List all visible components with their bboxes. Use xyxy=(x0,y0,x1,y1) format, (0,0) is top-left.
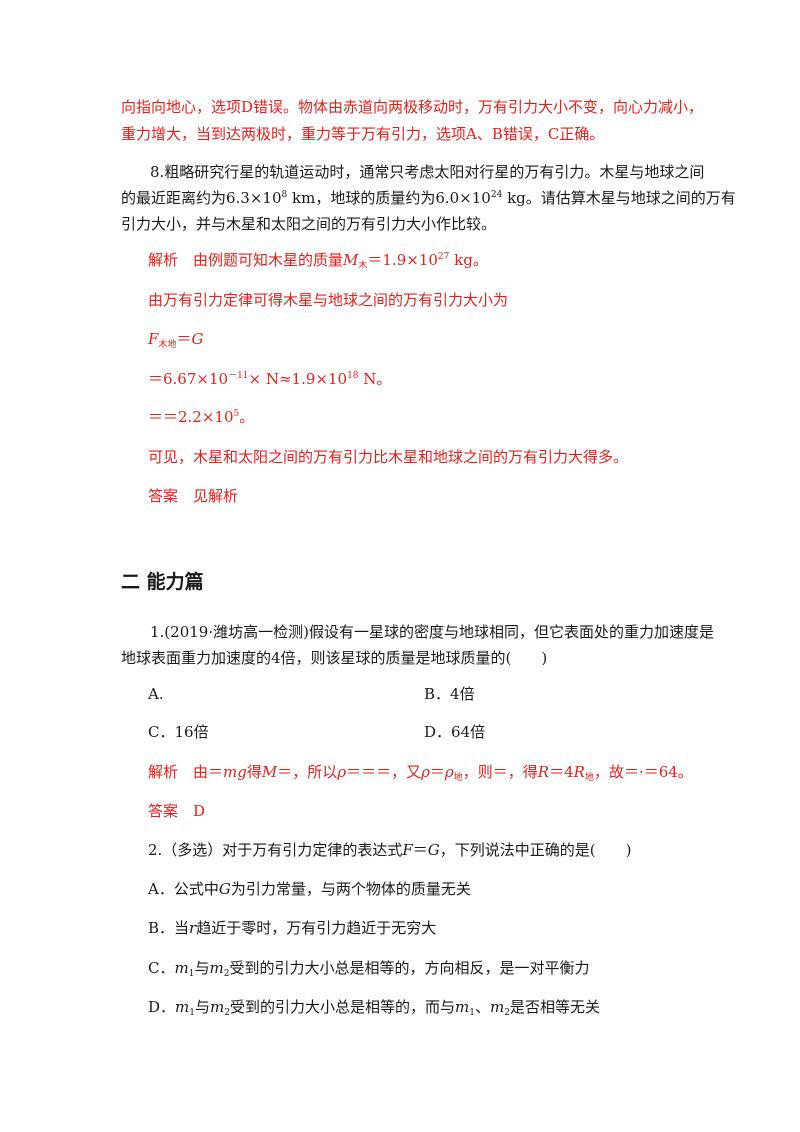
question-1-line-1: 1.(2019·潍坊高一检测)假设有一星球的密度与地球相同，但它表面处的重力加速… xyxy=(150,623,714,641)
question-1-option-a: A. xyxy=(148,685,164,703)
question-1-option-d: D．64倍 xyxy=(424,723,486,741)
question-1-option-c: C．16倍 xyxy=(148,723,209,741)
question-8-line-1: 8.粗略研究行星的轨道运动时，通常只考虑太阳对行星的万有引力。木星与地球之间 xyxy=(150,163,705,181)
solution-8-formula-1: F木地＝G xyxy=(148,330,204,350)
question-2-option-d: D．m1与m2受到的引力大小总是相等的，而与m1、m2是否相等无关 xyxy=(148,998,600,1018)
solution-1: 解析 由＝mg得M＝，所以ρ＝＝＝，又ρ＝ρ地，则＝，得R＝4R地，故＝·＝64… xyxy=(148,763,693,783)
solution-8-conclusion: 可见，木星和太阳之间的万有引力比木星和地球之间的万有引力大得多。 xyxy=(148,448,629,466)
prev-solution-line-1: 向指向地心，选项D错误。物体由赤道向两极移动时，万有引力大小不变，向心力减小， xyxy=(121,98,704,116)
question-8-line-2: 的最近距离约为6.3×108 km，地球的质量约为6.0×1024 kg。请估算… xyxy=(121,189,736,207)
answer-1: 答案 D xyxy=(148,802,206,820)
solution-8-formula-3: ＝＝2.2×105。 xyxy=(148,408,255,426)
question-1-line-2: 地球表面重力加速度的4倍，则该星球的质量是地球质量的( ) xyxy=(121,649,548,667)
question-2-stem: 2.（多选）对于万有引力定律的表达式F＝G，下列说法中正确的是( ) xyxy=(148,841,632,859)
solution-8-line-1: 解析 由例题可知木星的质量M木＝1.9×1027 kg。 xyxy=(148,251,488,271)
question-8-line-3: 引力大小，并与木星和太阳之间的万有引力大小作比较。 xyxy=(121,215,497,233)
solution-8-line-2: 由万有引力定律可得木星与地球之间的万有引力大小为 xyxy=(148,291,509,309)
solution-8-formula-2: ＝6.67×10－11× N≈1.9×1018 N。 xyxy=(148,370,392,388)
question-2-option-b: B．当r趋近于零时，万有引力趋近于无穷大 xyxy=(148,919,437,937)
question-2-option-a: A．公式中G为引力常量，与两个物体的质量无关 xyxy=(148,880,471,898)
question-1-option-b: B．4倍 xyxy=(424,685,475,703)
prev-solution-line-2: 重力增大，当到达两极时，重力等于万有引力，选项A、B错误，C正确。 xyxy=(121,125,605,143)
answer-8: 答案 见解析 xyxy=(148,487,239,505)
question-2-option-c: C．m1与m2受到的引力大小总是相等的，方向相反，是一对平衡力 xyxy=(148,959,590,979)
section-heading: 二 能力篇 xyxy=(121,571,204,593)
